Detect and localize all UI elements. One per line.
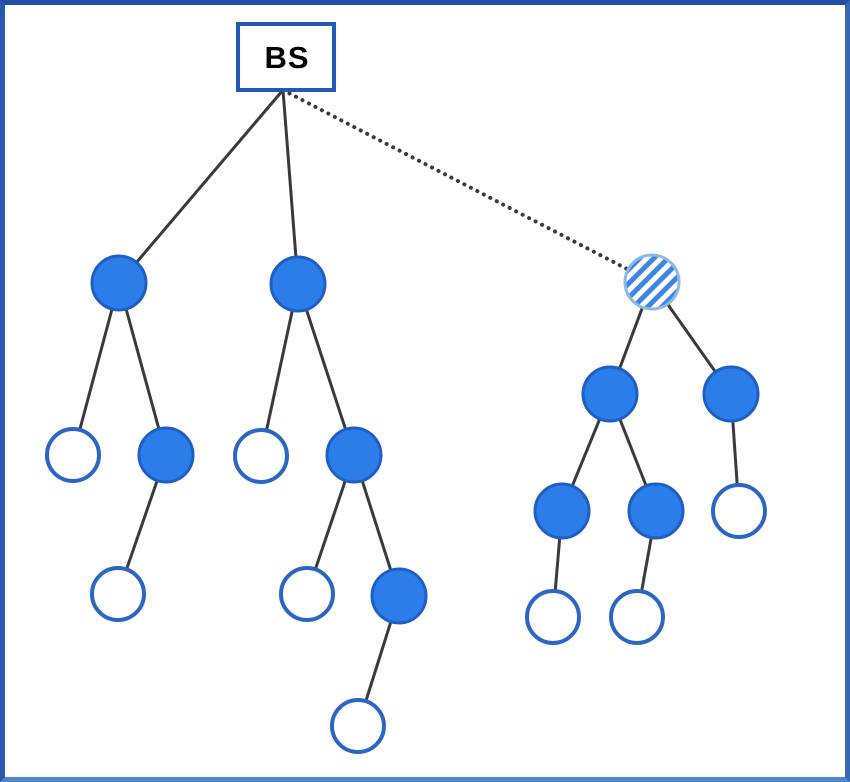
bs-label: BS <box>264 40 309 75</box>
tree-node-L2b-filled <box>137 426 195 484</box>
edge-M1-M2b <box>296 283 356 456</box>
tree-node-M2b-filled <box>325 426 383 484</box>
nodes-layer <box>45 253 767 754</box>
tree-node-R1-hatched <box>623 253 681 311</box>
tree-node-R2b-filled <box>702 365 760 423</box>
tree-node-M4a-empty <box>330 698 386 754</box>
tree-node-M3a-empty <box>279 566 335 622</box>
tree-node-M1-filled <box>269 255 327 313</box>
tree-node-M3b-filled <box>370 567 428 625</box>
edge-bs-R1 <box>281 88 654 284</box>
tree-node-R3a-filled <box>533 482 591 540</box>
edge-M1-M2a <box>259 283 300 457</box>
tree-node-R2a-filled <box>581 365 639 423</box>
tree-node-L1-filled <box>90 254 148 312</box>
tree-node-R4a-empty <box>525 589 581 645</box>
edge-bs-L1 <box>117 89 285 284</box>
tree-node-L2a-empty <box>45 427 101 483</box>
tree-svg: BS <box>45 22 767 754</box>
tree-node-R3c-empty <box>711 483 767 539</box>
edge-L1-L2b <box>117 282 168 456</box>
base-station-group: BS <box>236 22 336 92</box>
tree-node-R4b-empty <box>609 589 665 645</box>
tree-node-M2a-empty <box>233 428 289 484</box>
tree-node-L3a-empty <box>90 566 146 622</box>
edge-L1-L2a <box>71 282 121 456</box>
edge-bs-M1 <box>281 89 300 285</box>
bs-box <box>236 22 336 92</box>
tree-node-R3b-filled <box>627 482 685 540</box>
